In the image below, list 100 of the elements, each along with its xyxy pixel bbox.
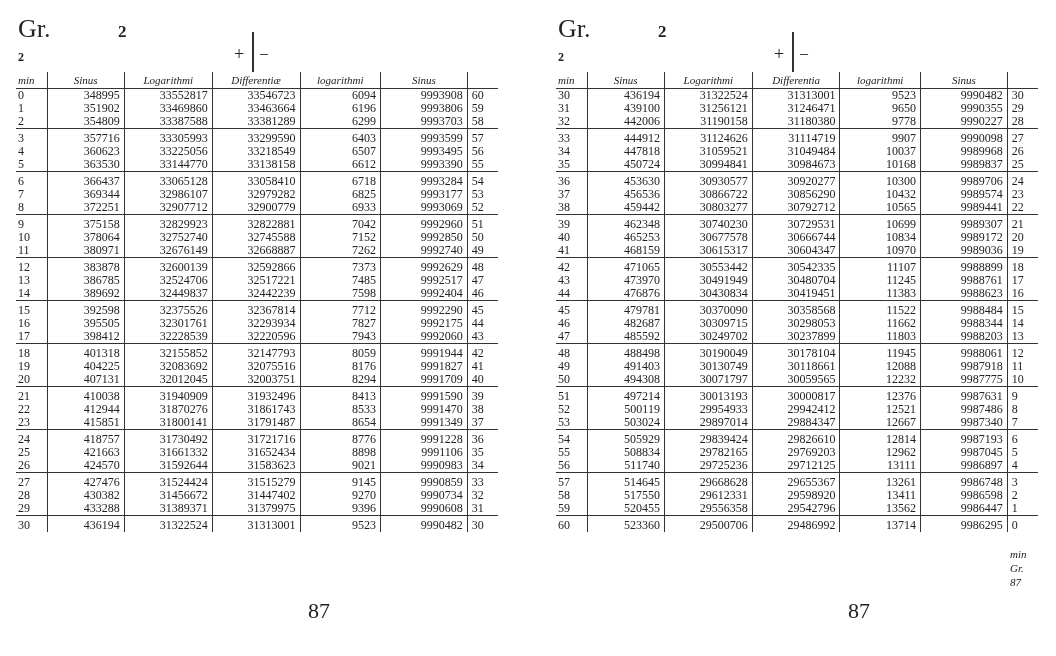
- table-cell: 30994841: [664, 158, 753, 172]
- table-cell: 9988203: [920, 330, 1008, 344]
- table-cell: 9523: [300, 515, 381, 532]
- table-cell: 52: [467, 201, 498, 215]
- table-cell: 32900779: [212, 201, 300, 215]
- table-cell: 31861743: [212, 403, 300, 416]
- table-cell: 9992517: [380, 274, 468, 287]
- table-cell: 31124626: [664, 128, 753, 145]
- table-cell: 53: [556, 416, 588, 430]
- table-cell: 21: [1007, 214, 1038, 231]
- table-cell: 30: [16, 515, 48, 532]
- table-cell: 9993599: [380, 128, 468, 145]
- degree-number: 2: [558, 50, 564, 65]
- table-cell: 31791487: [212, 416, 300, 430]
- table-cell: 18: [1007, 257, 1038, 274]
- column-header: logarithmi: [300, 72, 381, 89]
- table-cell: 9992404: [380, 287, 468, 301]
- table-cell: 50: [467, 231, 498, 244]
- table-cell: 412944: [47, 403, 125, 416]
- table-cell: 366437: [47, 171, 125, 188]
- table-cell: 23: [16, 416, 48, 430]
- table-cell: 0: [1007, 515, 1038, 532]
- table-cell: 36: [467, 429, 498, 446]
- table-cell: 60: [467, 88, 498, 102]
- table-cell: 33218549: [212, 145, 300, 158]
- table-cell: 9988899: [920, 257, 1008, 274]
- table-cell: 9988344: [920, 317, 1008, 330]
- table-cell: 30118661: [752, 360, 840, 373]
- table-cell: 459442: [587, 201, 665, 215]
- table-cell: 32592866: [212, 257, 300, 274]
- table-cell: 16: [1007, 287, 1038, 301]
- table-cell: 33: [467, 472, 498, 489]
- table-cell: 6196: [300, 102, 381, 115]
- table-cell: 30729531: [752, 214, 840, 231]
- table-cell: 497214: [587, 386, 665, 403]
- table-cell: 30542335: [752, 257, 840, 274]
- table-cell: 37: [556, 188, 588, 201]
- table-cell: 30249702: [664, 330, 753, 344]
- table-cell: 12: [1007, 343, 1038, 360]
- table-cell: 48: [467, 257, 498, 274]
- table-cell: 32083692: [124, 360, 213, 373]
- table-cell: 10834: [839, 231, 921, 244]
- table-cell: 31049484: [752, 145, 840, 158]
- table-cell: 31652434: [212, 446, 300, 459]
- table-cell: 404225: [47, 360, 125, 373]
- table-cell: 9990355: [920, 102, 1008, 115]
- table-cell: 31592644: [124, 459, 213, 473]
- table-cell: 9991827: [380, 360, 468, 373]
- table-cell: 32301761: [124, 317, 213, 330]
- table-cell: 30430834: [664, 287, 753, 301]
- table-cell: 9990983: [380, 459, 468, 473]
- table-cell: 20: [16, 373, 48, 387]
- table-cell: 33138158: [212, 158, 300, 172]
- table-cell: 30604347: [752, 244, 840, 258]
- table-cell: 9907: [839, 128, 921, 145]
- table-cell: 9987486: [920, 403, 1008, 416]
- table-cell: 12814: [839, 429, 921, 446]
- table-cell: 30930577: [664, 171, 753, 188]
- table-cell: 29826610: [752, 429, 840, 446]
- table-cell: 26: [1007, 145, 1038, 158]
- table-cell: 30856290: [752, 188, 840, 201]
- table-cell: 43: [556, 274, 588, 287]
- table-cell: 375158: [47, 214, 125, 231]
- table-cell: 31870276: [124, 403, 213, 416]
- table-cell: 30000817: [752, 386, 840, 403]
- table-cell: 31932496: [212, 386, 300, 403]
- table-cell: 30920277: [752, 171, 840, 188]
- table-cell: 427476: [47, 472, 125, 489]
- table-cell: 436194: [587, 88, 665, 102]
- table-cell: 9396: [300, 502, 381, 516]
- column-header: Sinus: [587, 72, 665, 89]
- table-cell: 9990098: [920, 128, 1008, 145]
- table-cell: 9993284: [380, 171, 468, 188]
- sign-mark: –: [800, 44, 808, 62]
- table-cell: 30866722: [664, 188, 753, 201]
- table-cell: 32517221: [212, 274, 300, 287]
- table-cell: 9988484: [920, 300, 1008, 317]
- table-cell: 9989441: [920, 201, 1008, 215]
- table-cell: 3: [16, 128, 48, 145]
- table-cell: 33299590: [212, 128, 300, 145]
- table-cell: 10432: [839, 188, 921, 201]
- table-cell: 9993495: [380, 145, 468, 158]
- table-cell: 11: [16, 244, 48, 258]
- table-cell: 8533: [300, 403, 381, 416]
- table-cell: 11522: [839, 300, 921, 317]
- table-cell: 32822881: [212, 214, 300, 231]
- table-cell: 1: [16, 102, 48, 115]
- column-header: Sinus: [380, 72, 468, 89]
- table-cell: 31: [556, 102, 588, 115]
- column-header: min: [556, 72, 588, 89]
- table-cell: 29769203: [752, 446, 840, 459]
- table-cell: 12088: [839, 360, 921, 373]
- table-cell: 51: [556, 386, 588, 403]
- table-cell: 491403: [587, 360, 665, 373]
- table-cell: 32228539: [124, 330, 213, 344]
- table-cell: 357716: [47, 128, 125, 145]
- table-cell: 444912: [587, 128, 665, 145]
- table-cell: 57: [467, 128, 498, 145]
- table-cell: 10037: [839, 145, 921, 158]
- table-cell: 29725236: [664, 459, 753, 473]
